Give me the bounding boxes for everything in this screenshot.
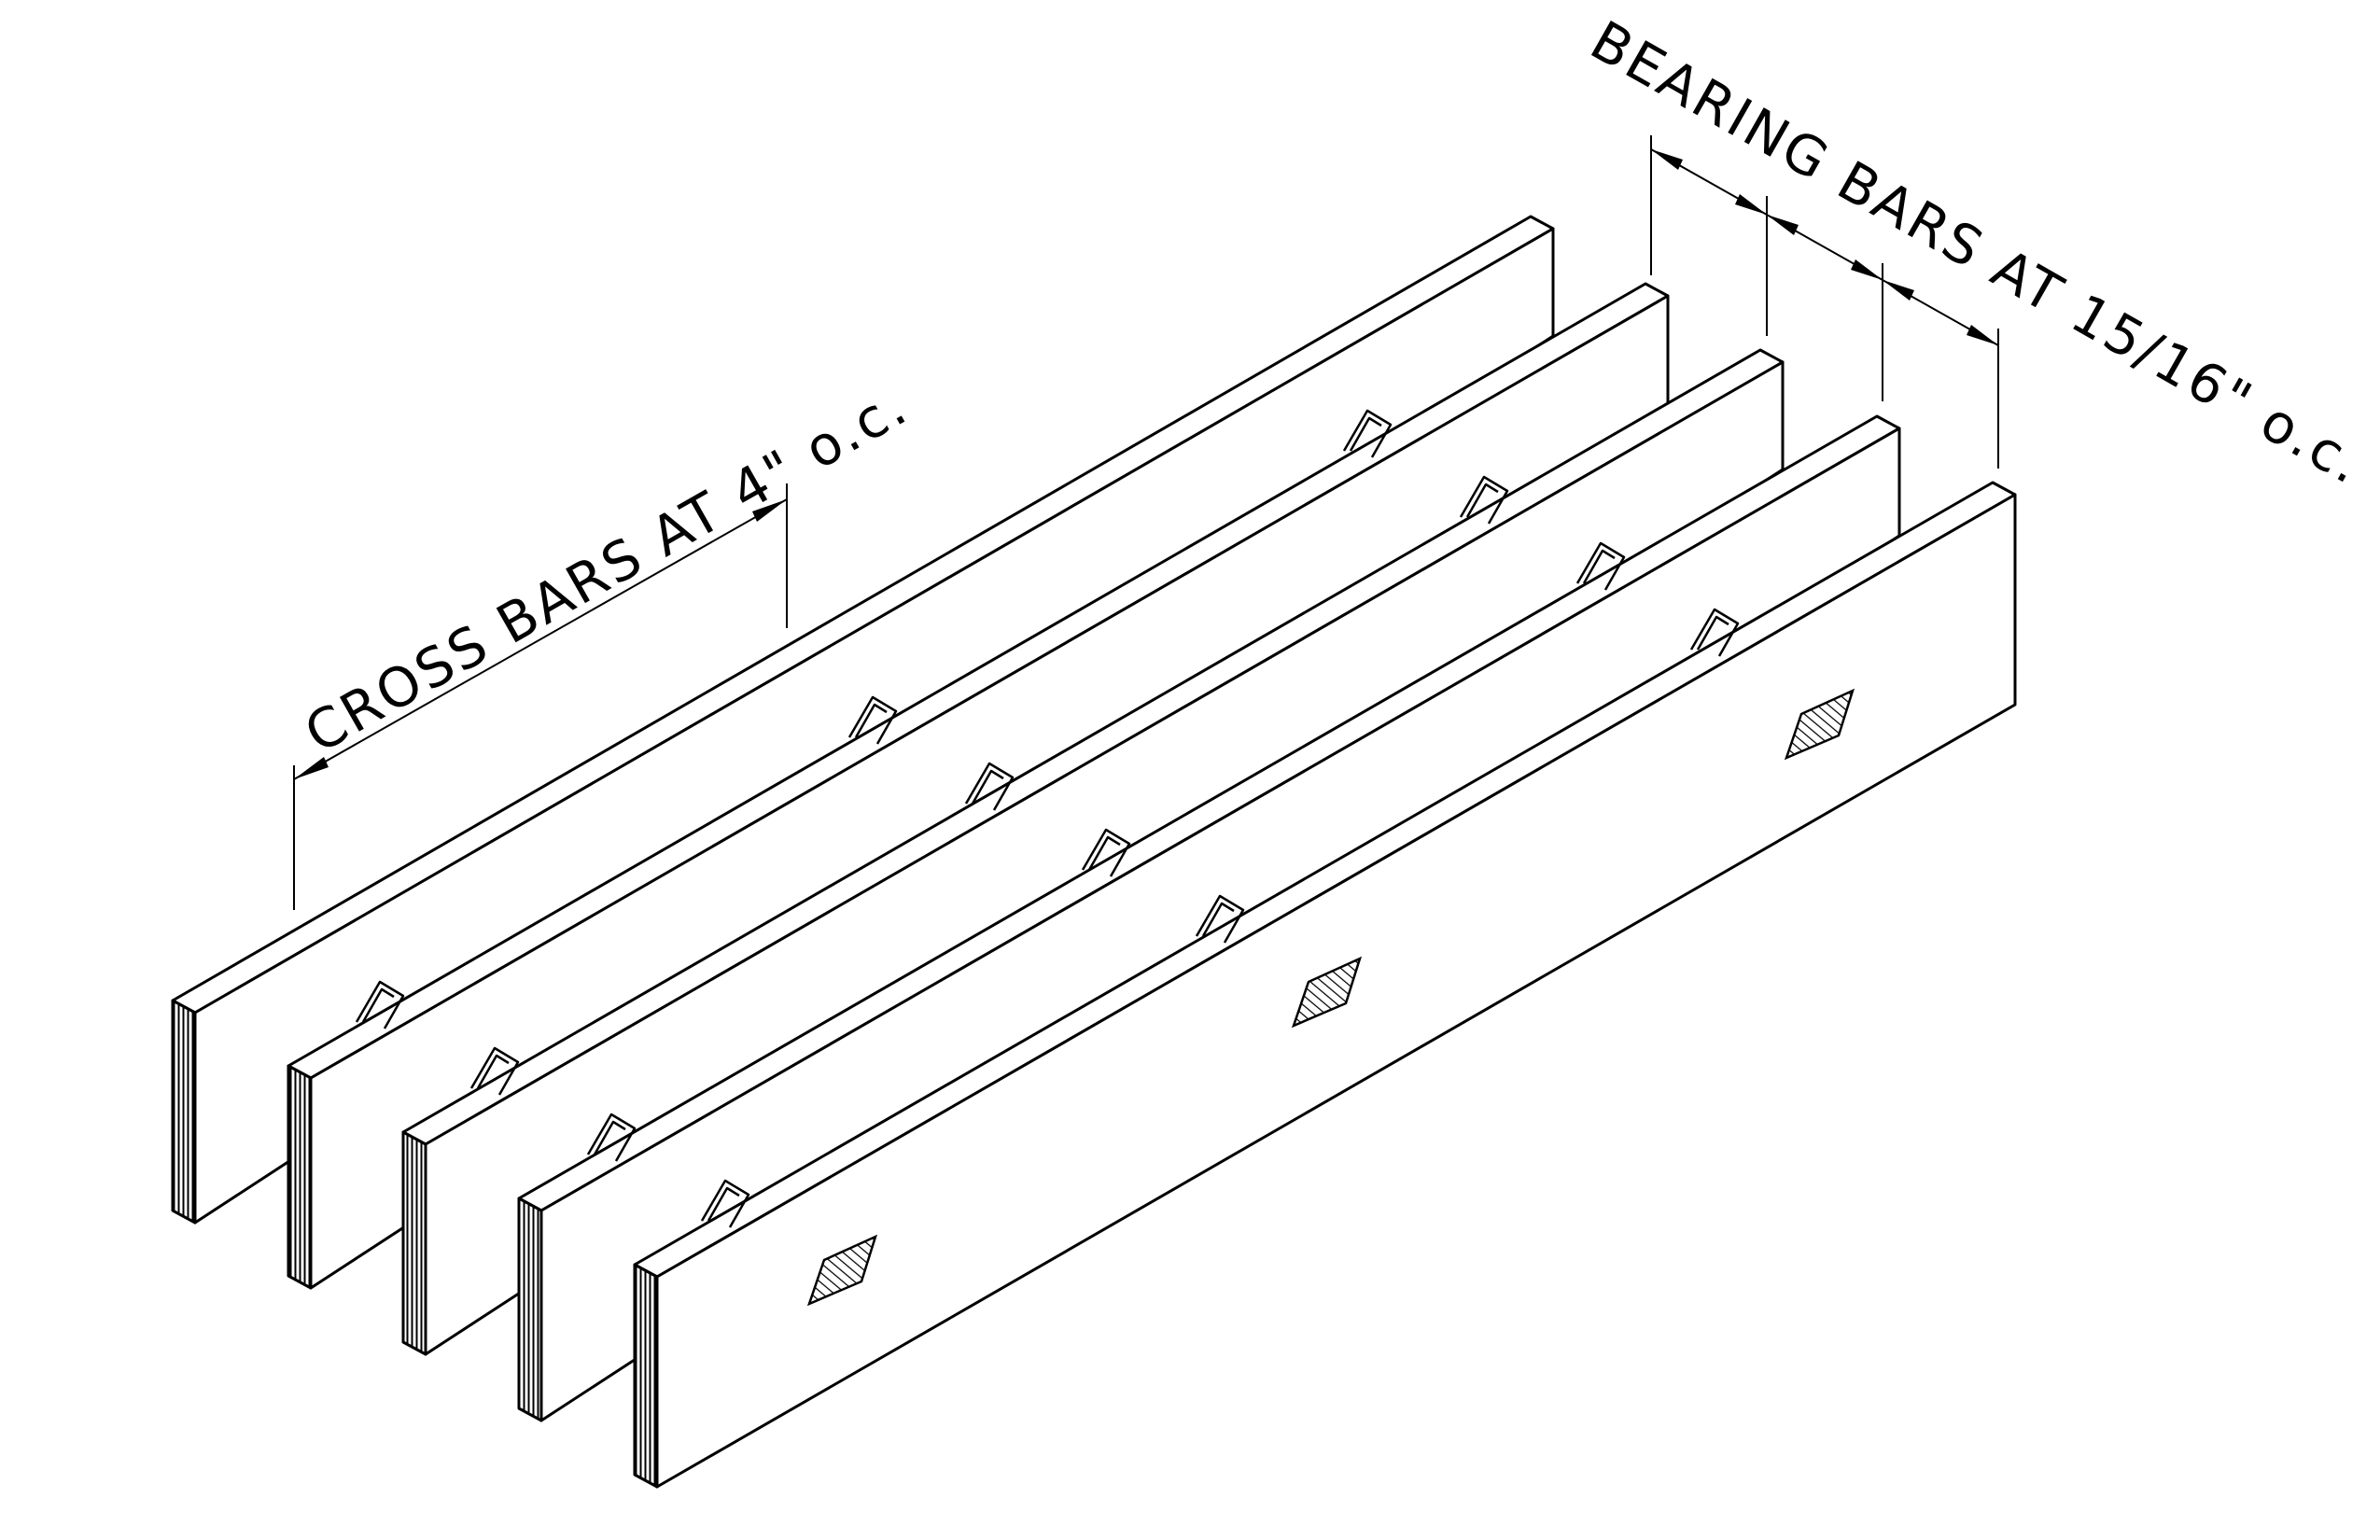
cross-bar-section xyxy=(806,1234,878,1307)
arrowhead-icon xyxy=(1767,215,1799,235)
cross-bar-notch xyxy=(700,1179,750,1228)
cross-bar-notch xyxy=(1342,409,1393,458)
cross-bar-notch xyxy=(847,695,898,745)
bearing-bar-5 xyxy=(633,481,2017,1489)
cross-bar-section xyxy=(1291,956,1363,1029)
cross-bar-notch xyxy=(1689,608,1740,657)
arrowhead-icon xyxy=(1651,149,1683,170)
arrowhead-icon xyxy=(1851,259,1883,280)
cross-bar-notch xyxy=(586,1113,637,1162)
arrowhead-icon xyxy=(1735,194,1767,215)
arrowhead-icon xyxy=(1883,280,1914,301)
dimension-line xyxy=(1650,148,1999,346)
cross-bar-section xyxy=(1784,688,1855,761)
arrowhead-icon xyxy=(752,499,787,522)
cross-bar-notch xyxy=(1459,475,1509,525)
arrowhead-icon xyxy=(294,757,329,779)
cross-bar-notch xyxy=(1195,894,1245,944)
cross-bar-notch xyxy=(355,980,405,1029)
cross-bar-notch xyxy=(1081,828,1131,877)
cross-bar-notch xyxy=(964,762,1015,811)
dimension-line xyxy=(293,498,788,780)
cross-bar-notch xyxy=(469,1046,520,1096)
cross-bar-notch xyxy=(1575,541,1626,591)
arrowhead-icon xyxy=(1967,325,1998,345)
